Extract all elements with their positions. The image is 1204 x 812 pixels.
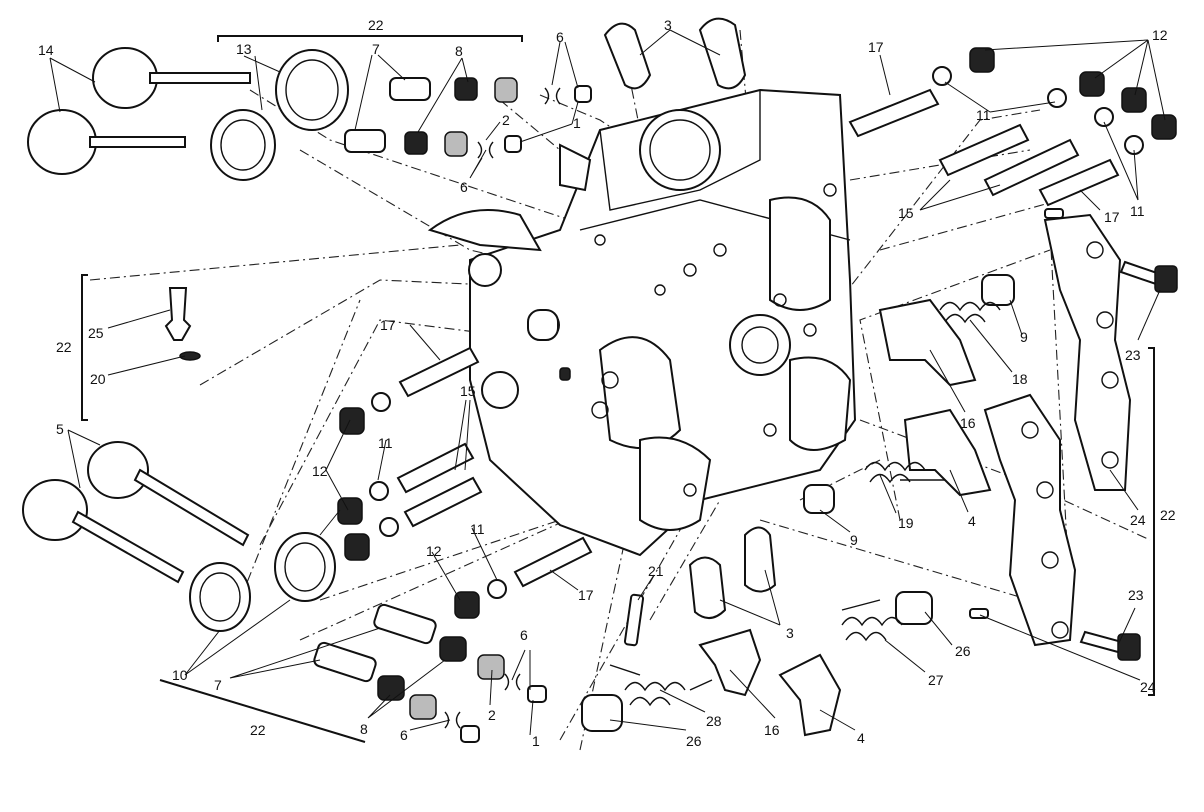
callout-8-bottom: 8 (360, 721, 368, 737)
parts-bottom-middle (581, 526, 842, 737)
valve-seats-top (210, 49, 349, 181)
callout-17-bottom: 17 (578, 587, 594, 603)
shafts-right (848, 47, 1177, 207)
callout-22-bottom: 22 (250, 722, 266, 738)
brackets (81, 35, 1155, 743)
callout-20: 20 (90, 371, 106, 387)
callout-7-bottom: 7 (214, 677, 222, 693)
callout-15-top: 15 (898, 205, 914, 221)
callout-9-mid: 9 (850, 532, 858, 548)
callouts: 22 14 13 7 8 6 2 1 6 3 17 12 11 11 17 15… (38, 17, 1176, 749)
callout-3-bottom: 3 (786, 625, 794, 641)
callout-7-top: 7 (372, 41, 380, 57)
valves-top (27, 47, 251, 175)
callout-11-lower: 11 (470, 521, 485, 537)
supports-right (969, 208, 1178, 661)
callout-8-top: 8 (455, 43, 463, 59)
callout-9-top: 9 (1020, 329, 1028, 345)
callout-6-bottom-right: 6 (520, 627, 528, 643)
pin-left (164, 287, 201, 361)
callout-11-right: 11 (1130, 203, 1145, 219)
valve-parts-bottom (313, 603, 547, 743)
callout-1-bottom: 1 (532, 733, 540, 749)
callout-24-bottom: 24 (1140, 679, 1156, 695)
callout-5: 5 (56, 421, 64, 437)
callout-11-left: 11 (378, 435, 393, 451)
callout-16-bottom: 16 (764, 722, 780, 738)
rockers-top (603, 17, 747, 90)
callout-2-top: 2 (502, 112, 510, 128)
callout-14: 14 (38, 42, 54, 58)
callout-22-right: 22 (1160, 507, 1176, 523)
shafts-left (337, 309, 593, 619)
callout-12-top: 12 (1152, 27, 1168, 43)
callout-23-top: 23 (1125, 347, 1141, 363)
callout-16-right: 16 (960, 415, 976, 431)
callout-28: 28 (706, 713, 722, 729)
springs-right (803, 274, 1015, 642)
callout-24-mid: 24 (1130, 512, 1146, 528)
callout-2-bottom: 2 (488, 707, 496, 723)
callout-18: 18 (1012, 371, 1028, 387)
callout-19: 19 (898, 515, 914, 531)
callout-27: 27 (928, 672, 944, 688)
callout-21: 21 (648, 563, 664, 579)
callout-6-mid: 6 (460, 179, 468, 195)
callout-6-bottom-left: 6 (400, 727, 408, 743)
callout-10: 10 (172, 667, 188, 683)
valves-bottom (22, 441, 336, 632)
callout-26-bottom: 26 (686, 733, 702, 749)
callout-4-right: 4 (968, 513, 976, 529)
callout-23-bottom: 23 (1128, 587, 1144, 603)
callout-17-right: 17 (1104, 209, 1120, 225)
callout-22-top: 22 (368, 17, 384, 33)
callout-6-top: 6 (556, 29, 564, 45)
callout-11-top: 11 (976, 107, 991, 123)
callout-17-top: 17 (868, 39, 884, 55)
callout-26-right: 26 (955, 643, 971, 659)
leader-lines (49, 29, 1166, 736)
callout-17-left: 17 (380, 317, 396, 333)
valve-parts-top (344, 77, 592, 159)
callout-13: 13 (236, 41, 252, 57)
cylinder-head (427, 88, 857, 557)
callout-25: 25 (88, 325, 104, 341)
callout-22-left: 22 (56, 339, 72, 355)
callout-12-left: 12 (312, 463, 328, 479)
callout-12-lower: 12 (426, 543, 442, 559)
callout-4-bottom: 4 (857, 730, 865, 746)
callout-15-left: 15 (460, 383, 476, 399)
callout-3-top: 3 (664, 17, 672, 33)
callout-1-top: 1 (573, 115, 581, 131)
